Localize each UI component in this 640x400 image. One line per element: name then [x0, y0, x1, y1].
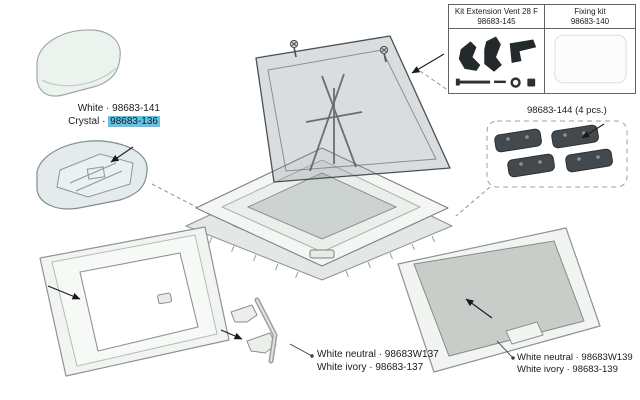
white-lid-label: White · 98683-141	[77, 103, 160, 114]
inner-frame-part-numbers: White neutral · 98683W137 White ivory · …	[317, 349, 439, 374]
crystal-lid-label: Crystal · 98683-136	[68, 116, 160, 127]
blind-panel-illustration	[397, 227, 601, 373]
corner-brackets-illustration	[486, 120, 628, 188]
fixing-kit-box: Fixing kit 98683-140	[545, 4, 636, 94]
pointer-arrows	[47, 53, 605, 340]
kit-extension-parts-illustration	[455, 36, 537, 88]
kit-extension-title: Kit Extension Vent 28 F	[454, 7, 539, 16]
lid-part-numbers: White · 98683-141 Crystal · 98683-136	[28, 102, 160, 128]
kit-extension-header: Kit Extension Vent 28 F 98683-145	[449, 5, 544, 29]
kit-boxes: Kit Extension Vent 28 F 98683-145 Fixing	[448, 4, 636, 94]
inner-frame-illustration	[39, 226, 230, 377]
highlighted-part-number[interactable]: 98683-136	[108, 116, 160, 127]
blind-panel-ivory-label: White ivory · 98683-139	[517, 364, 618, 375]
vent-assembly-illustration	[184, 35, 454, 281]
blind-panel-neutral-label: White neutral · 98683W139	[517, 352, 633, 363]
fixing-kit-title: Fixing kit	[574, 7, 606, 16]
screw-icons	[289, 39, 389, 63]
kit-extension-code: 98683-145	[477, 16, 516, 26]
fixing-kit-parts-illustration	[554, 34, 627, 84]
fixing-kit-header: Fixing kit 98683-140	[545, 5, 635, 29]
crystal-lid-illustration	[36, 140, 148, 210]
corner-connectors-illustration	[230, 297, 278, 364]
inner-frame-neutral-label: White neutral · 98683W137	[317, 349, 439, 360]
blind-panel-part-numbers: White neutral · 98683W139 White ivory · …	[517, 352, 633, 376]
kit-extension-box: Kit Extension Vent 28 F 98683-145	[448, 4, 545, 94]
corner-brackets-label: 98683-144 (4 pcs.)	[527, 105, 607, 116]
inner-frame-ivory-label: White ivory · 98683-137	[317, 361, 424, 373]
white-lid-illustration	[36, 29, 121, 97]
label-leader-lines	[289, 340, 515, 360]
fixing-kit-code: 98683-140	[570, 16, 610, 26]
